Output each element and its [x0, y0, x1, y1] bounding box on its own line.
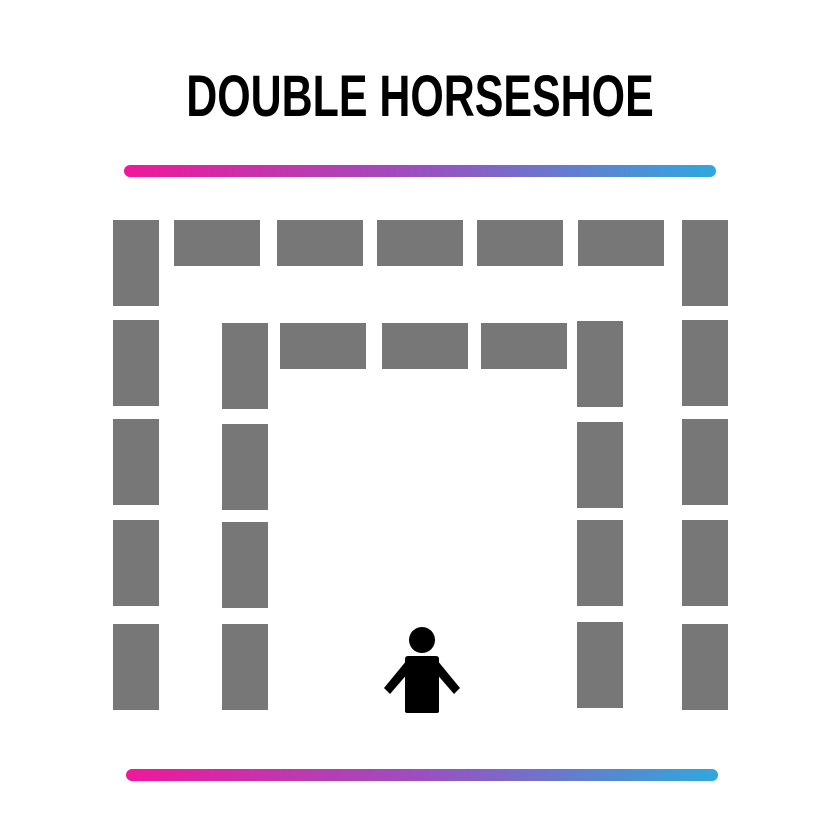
person-head: [409, 627, 435, 653]
outer-right-desk: [682, 320, 728, 406]
person-right-arm: [435, 660, 460, 694]
outer-top-desk: [377, 220, 463, 266]
outer-top-desk: [277, 220, 363, 266]
outer-left-desk: [113, 220, 159, 306]
outer-left-desk: [113, 520, 159, 606]
inner-left-desk: [222, 323, 268, 409]
outer-top-desk: [578, 220, 664, 266]
outer-right-desk: [682, 624, 728, 710]
outer-right-desk: [682, 419, 728, 505]
outer-right-desk: [682, 220, 728, 306]
inner-top-desk: [280, 323, 366, 369]
gradient-divider-bottom: [126, 769, 718, 781]
outer-top-desk: [174, 220, 260, 266]
inner-right-desk: [577, 422, 623, 508]
person-left-arm: [384, 660, 409, 694]
inner-right-desk: [577, 520, 623, 606]
inner-right-desk: [577, 321, 623, 407]
inner-left-desk: [222, 522, 268, 608]
outer-left-desk: [113, 320, 159, 406]
outer-right-desk: [682, 520, 728, 606]
inner-left-desk: [222, 624, 268, 710]
page-title: DOUBLE HORSESHOE: [186, 64, 654, 129]
inner-top-desk: [382, 323, 468, 369]
inner-left-desk: [222, 424, 268, 510]
gradient-divider-top: [124, 165, 716, 177]
person-icon: [384, 627, 460, 713]
outer-left-desk: [113, 419, 159, 505]
outer-top-desk: [477, 220, 563, 266]
inner-top-desk: [481, 323, 567, 369]
person-body: [405, 656, 439, 713]
outer-left-desk: [113, 624, 159, 710]
inner-right-desk: [577, 622, 623, 708]
